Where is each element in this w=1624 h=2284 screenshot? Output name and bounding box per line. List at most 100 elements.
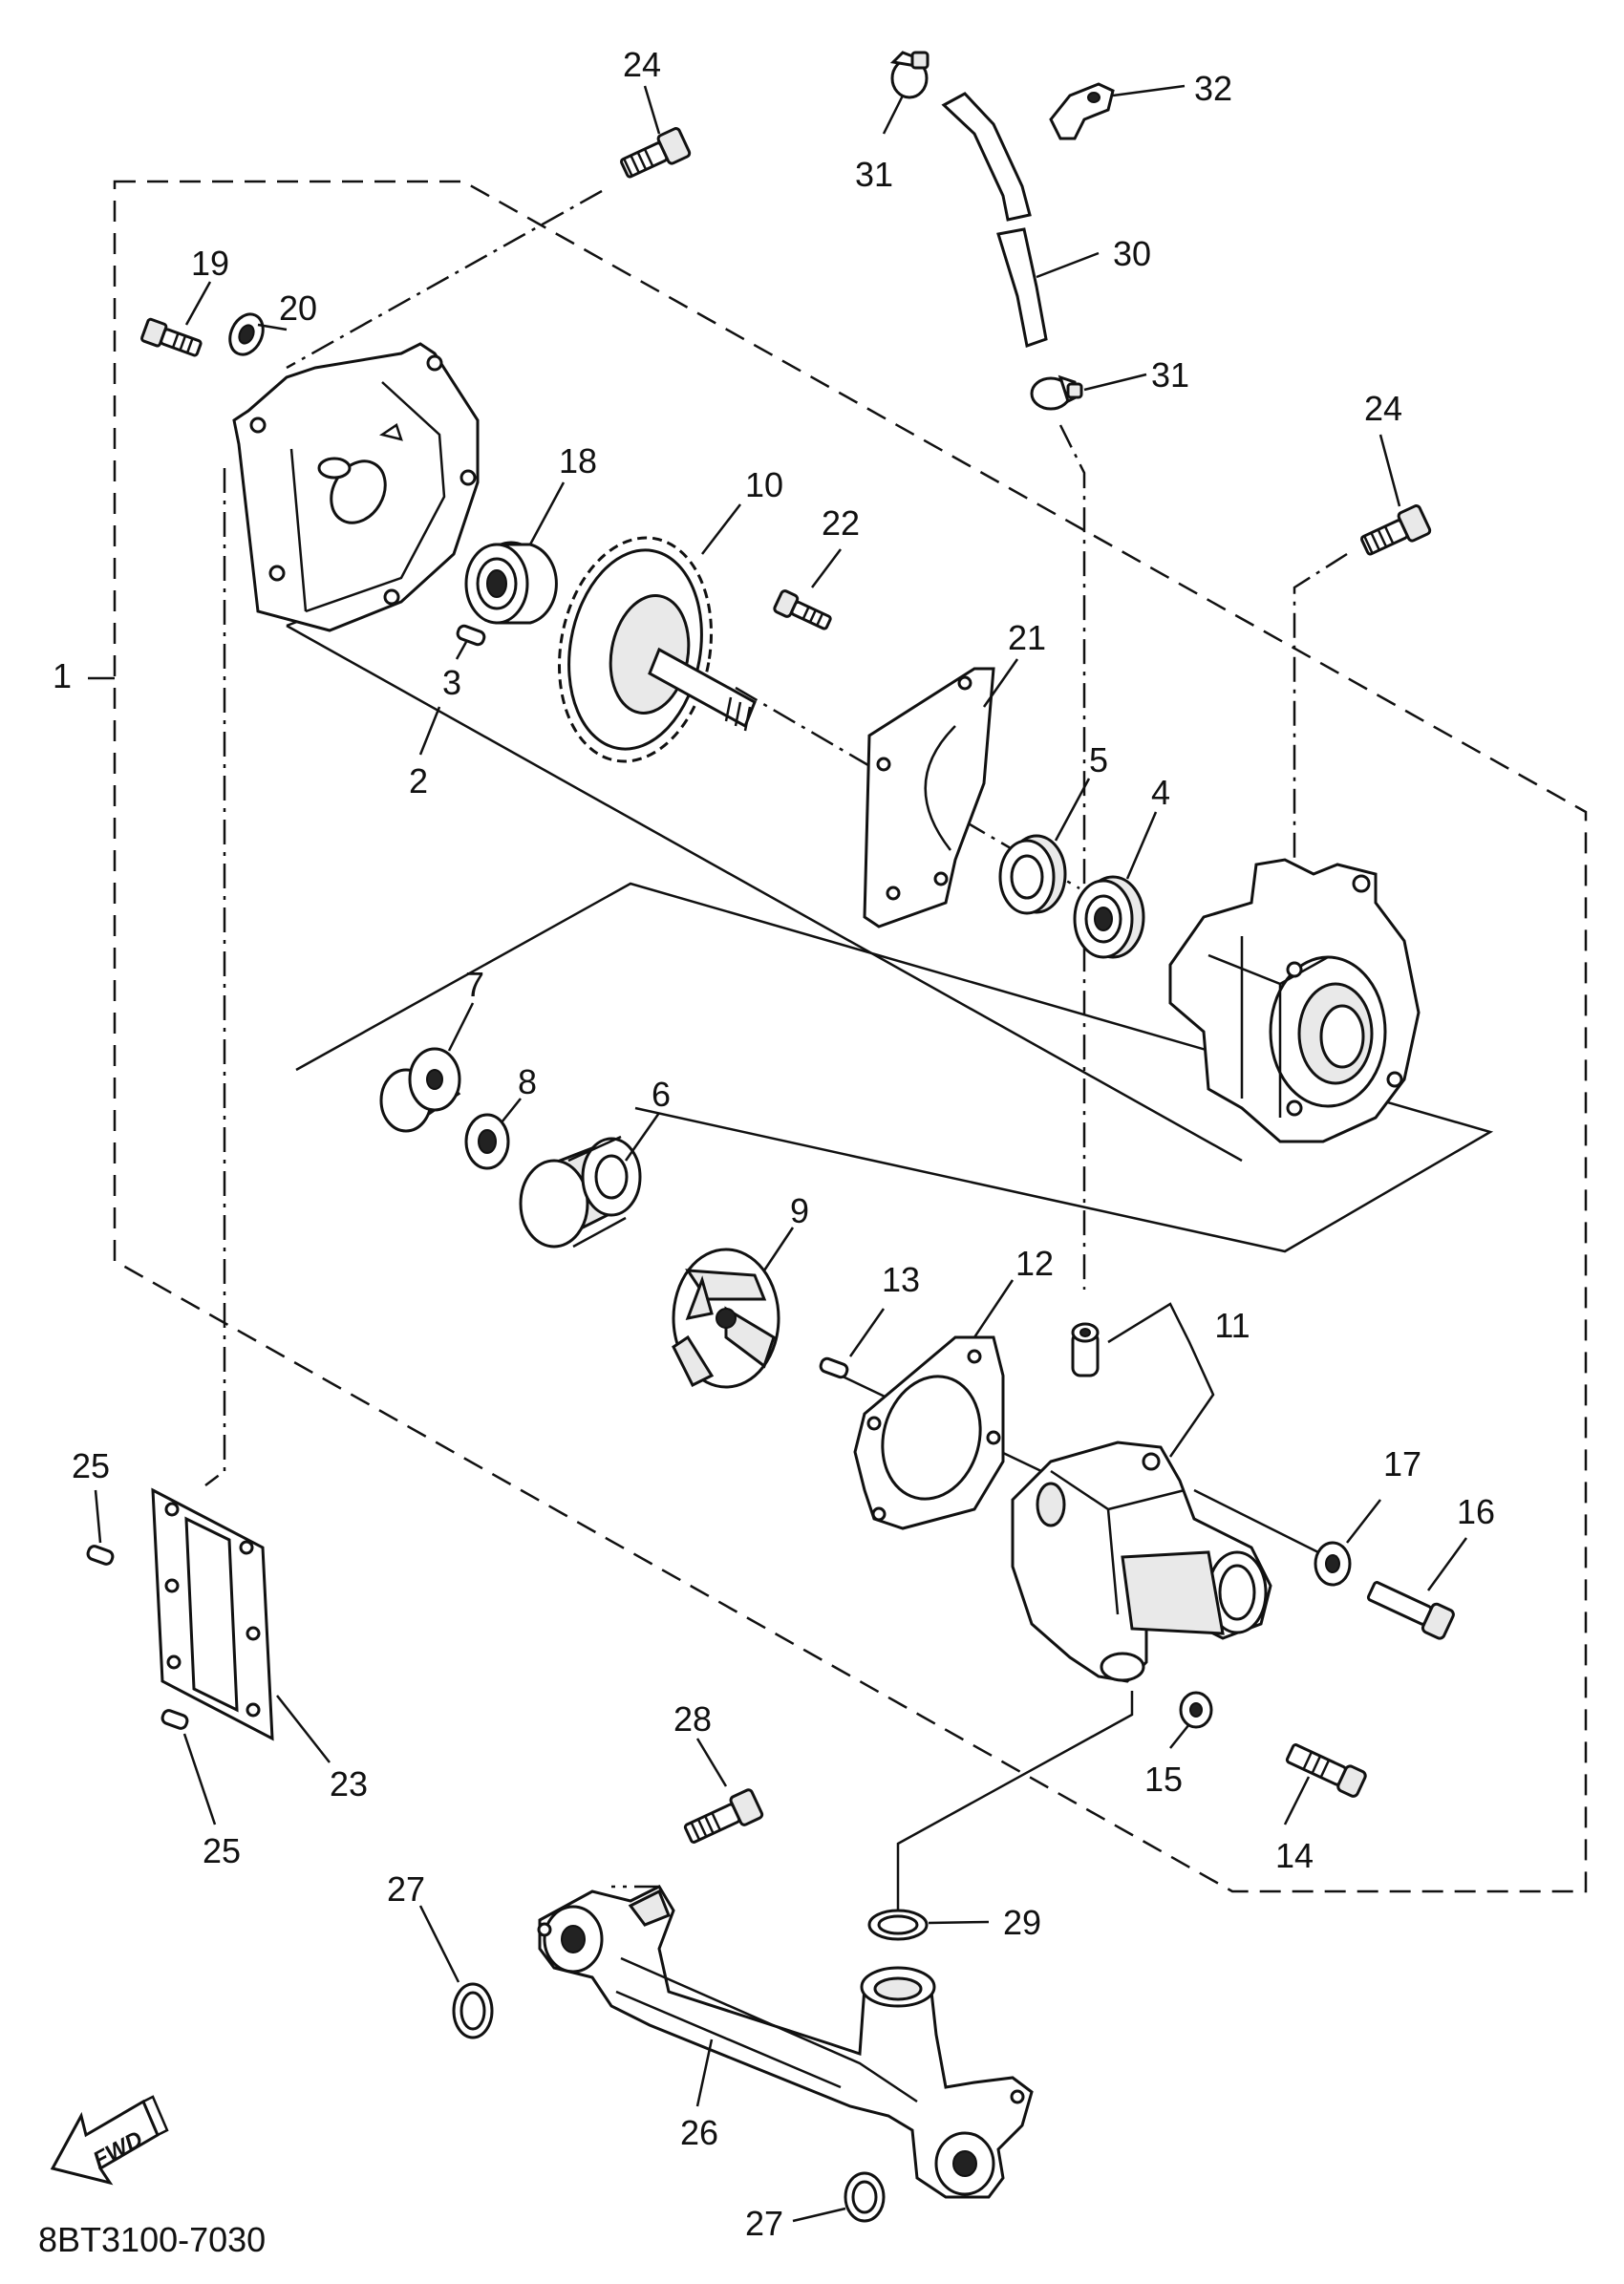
label-1: 1: [53, 656, 72, 695]
label-24-right: 24: [1364, 389, 1402, 428]
label-4: 4: [1151, 773, 1170, 812]
part-31-clamp-top: [889, 51, 930, 99]
fwd-arrow-icon: FWD: [50, 2095, 169, 2186]
label-24-top: 24: [623, 45, 661, 84]
part-12-gasket: [853, 1335, 1005, 1530]
part-9-impeller: [672, 1248, 780, 1389]
label-28: 28: [673, 1699, 712, 1739]
leader-8: [501, 1098, 522, 1123]
leader-31-bottom: [1083, 373, 1147, 392]
guide-bolt24-right: [1293, 552, 1348, 965]
part-5-oil-seal: [998, 834, 1067, 915]
part-19-bolt: [140, 317, 203, 357]
leader-19: [184, 281, 212, 326]
part-14-bolt: [1285, 1743, 1367, 1798]
part-cover-plate: [232, 342, 480, 632]
label-31-bottom: 31: [1151, 355, 1189, 395]
leader-13: [848, 1308, 886, 1357]
part-housing-body: [1168, 858, 1421, 1143]
label-11: 11: [1214, 1306, 1250, 1345]
label-9: 9: [790, 1191, 809, 1230]
leader-24-top: [643, 85, 661, 135]
label-14: 14: [1275, 1836, 1314, 1875]
part-26-water-pipe: [537, 1885, 1034, 2199]
leader-24-right: [1378, 434, 1401, 507]
part-25-pin-bottom: [160, 1709, 189, 1730]
label-5: 5: [1089, 740, 1108, 779]
leader-5: [1054, 778, 1091, 842]
leader-32: [1112, 84, 1186, 97]
leader-31-top: [882, 95, 905, 135]
leader-27-top: [418, 1905, 460, 1983]
leader-26: [695, 2039, 714, 2107]
part-20-washer: [228, 312, 265, 356]
label-17: 17: [1383, 1444, 1421, 1484]
part-22-screw: [773, 589, 832, 630]
diagram-code: 8BT3100-7030: [38, 2220, 266, 2259]
part-13-pin: [819, 1356, 849, 1379]
part-11-pump-cover: [1011, 1441, 1272, 1683]
part-27-oring-top: [452, 1982, 494, 2039]
label-6: 6: [652, 1075, 671, 1114]
part-4-bearing: [1073, 875, 1145, 959]
leader-22: [811, 548, 842, 588]
leader-25-top: [94, 1489, 102, 1544]
leader-2: [418, 706, 441, 756]
part-31-clamp-bottom: [1030, 374, 1083, 411]
label-23: 23: [330, 1764, 368, 1804]
leader-23: [276, 1695, 331, 1763]
part-30-hose: [941, 92, 1048, 348]
leader-28: [695, 1738, 728, 1787]
label-16: 16: [1457, 1492, 1495, 1531]
leader-14: [1283, 1776, 1311, 1825]
label-3: 3: [442, 663, 461, 702]
leader-9: [762, 1227, 795, 1271]
leader-27-bottom: [792, 2207, 846, 2223]
leader-6: [624, 1112, 661, 1162]
label-25-top: 25: [72, 1446, 110, 1485]
leader-10: [701, 503, 741, 555]
part-24-bolt-right: [1360, 504, 1432, 556]
leader-21: [982, 658, 1019, 708]
guide-cover-vertical: [204, 468, 226, 1486]
label-22: 22: [822, 503, 860, 543]
leader-11: [1107, 1302, 1215, 1458]
label-20: 20: [279, 288, 317, 328]
label-31-top: 31: [855, 155, 893, 194]
part-25-pin-top: [86, 1545, 115, 1566]
label-13: 13: [882, 1260, 920, 1299]
part-3-pin: [456, 624, 486, 647]
label-26: 26: [680, 2113, 718, 2152]
part-32-clamp: [1049, 82, 1115, 140]
label-12: 12: [1015, 1244, 1054, 1283]
guide-lower-cover-29: [896, 1691, 1134, 1910]
part-6-mechanical-seal: [519, 1135, 642, 1249]
leader-15: [1169, 1723, 1190, 1749]
leader-30: [1036, 251, 1100, 279]
assembly-boundary-dashed: [113, 180, 1588, 1893]
label-8: 8: [518, 1062, 537, 1101]
leader-7: [447, 1002, 475, 1052]
label-27-bottom: 27: [745, 2204, 783, 2243]
part-23-gasket: [151, 1487, 274, 1741]
label-32: 32: [1194, 69, 1232, 108]
leader-16: [1426, 1537, 1468, 1591]
leader-29: [928, 1920, 990, 1925]
leader-17: [1346, 1499, 1381, 1544]
leader-18: [528, 481, 566, 545]
leader-20: [257, 323, 288, 331]
part-10-gear-shaft: [557, 536, 757, 763]
guide-upper-plane: [286, 624, 1243, 1163]
part-17-washer: [1314, 1541, 1352, 1587]
part-21-plate: [863, 667, 995, 929]
part-24-bolt-top: [620, 127, 692, 179]
part-7-spacer: [379, 1047, 461, 1133]
label-15: 15: [1144, 1760, 1183, 1799]
guide-bolt24-top: [286, 189, 603, 370]
label-29: 29: [1003, 1903, 1041, 1942]
label-19: 19: [191, 244, 229, 283]
leader-3: [455, 641, 468, 660]
part-27-oring-bottom: [844, 2171, 886, 2223]
label-25-bottom: 25: [203, 1831, 241, 1870]
